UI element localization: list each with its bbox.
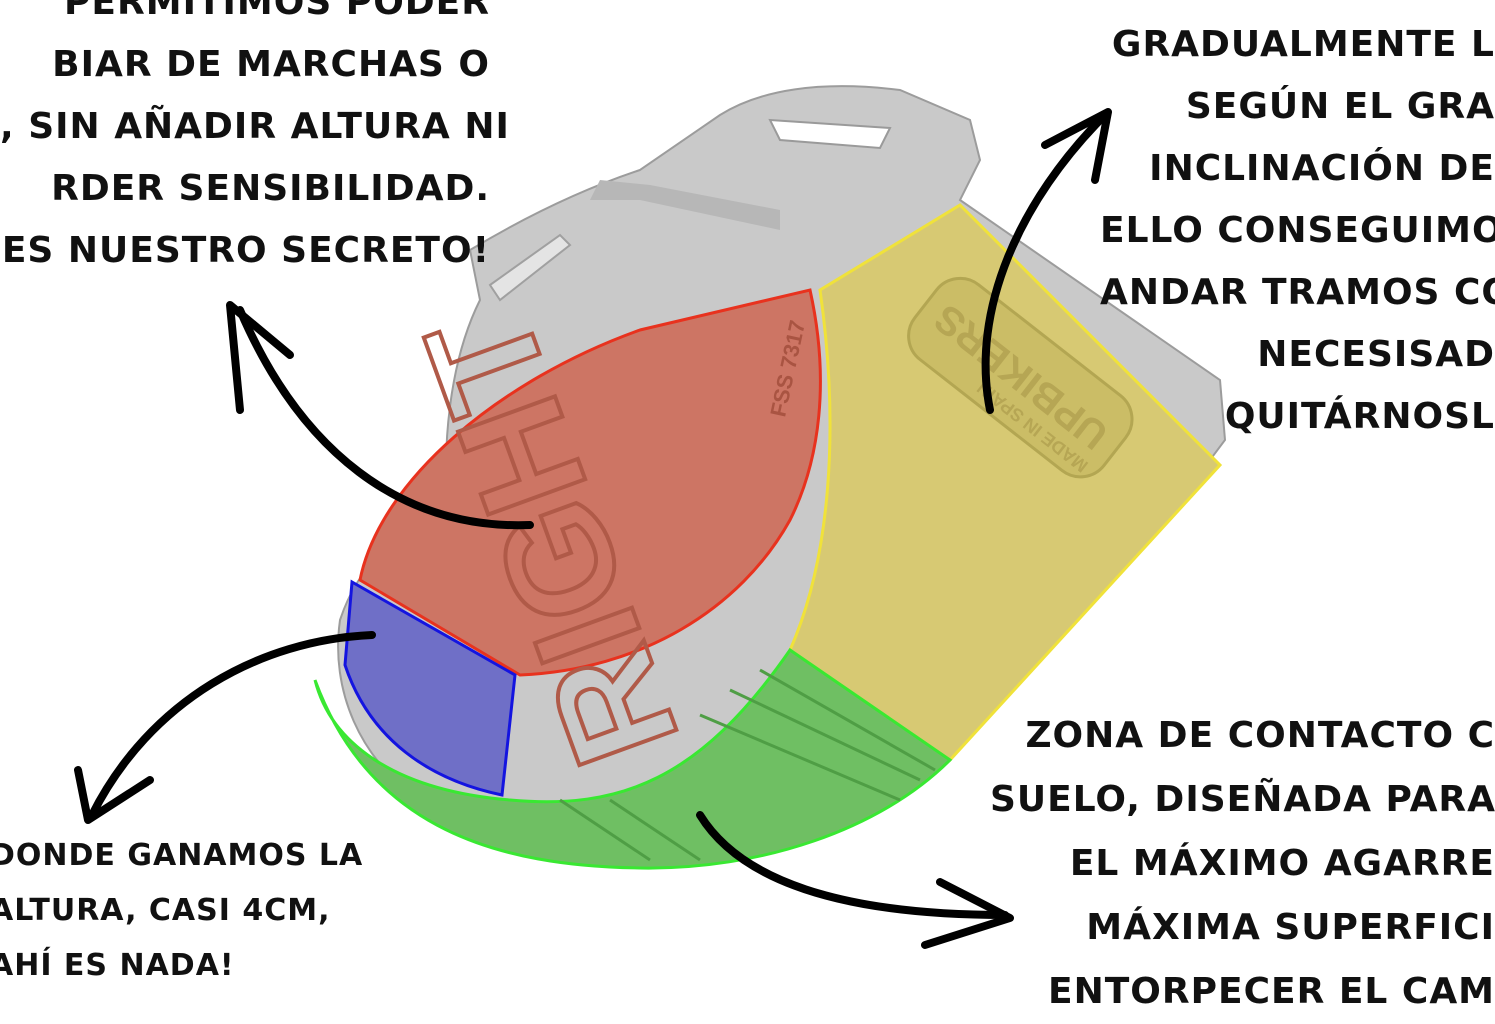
arrow-top-right (981, 111, 1109, 414)
note-line: BIAR DE MARCHAS O (52, 44, 490, 85)
note-bottom-right: ZONA DE CONTACTO C SUELO, DISEÑADA PARA … (990, 704, 1495, 1024)
note-line: AHÍ ES NADA! (0, 948, 235, 983)
note-line: SUELO, DISEÑADA PARA (990, 779, 1495, 820)
note-line: MÁXIMA SUPERFICI (1086, 907, 1495, 948)
note-line: ES NUESTRO SECRETO! (1, 230, 490, 271)
arrow-top-left (236, 306, 534, 530)
note-line: QUITÁRNOSL (1224, 396, 1495, 437)
green-zone (313, 647, 953, 870)
note-top-right: GRADUALMENTE L SEGÚN EL GRA INCLINACIÓN … (1100, 14, 1495, 448)
note-line: ENTORPECER EL CAM (1047, 971, 1495, 1012)
note-top-left: PERMITIMOS PODER BIAR DE MARCHAS O , SIN… (0, 0, 510, 282)
note-line: INCLINACIÓN DE (1149, 148, 1495, 189)
arrow-bottom-left-head (74, 766, 154, 824)
arrow-bottom-left (88, 631, 376, 819)
green-zone-ridges (559, 668, 936, 862)
note-line: ANDAR TRAMOS CO (1100, 272, 1495, 313)
arrow-top-right-head (1041, 108, 1112, 184)
note-line: EL MÁXIMO AGARRE (1069, 843, 1495, 884)
blue-zone (343, 579, 517, 797)
brand-plate (907, 276, 1134, 479)
note-line: DONDE GANAMOS LA (0, 838, 364, 873)
note-line: ELLO CONSEGUIMO (1100, 210, 1495, 251)
note-line: PERMITIMOS PODER (64, 0, 490, 23)
note-line: NECESISAD (1257, 334, 1495, 375)
note-line: ZONA DE CONTACTO C (1025, 715, 1495, 756)
note-line: SEGÚN EL GRA (1185, 86, 1495, 127)
note-bottom-left: DONDE GANAMOS LA ALTURA, CASI 4CM, AHÍ E… (0, 828, 363, 993)
shoe-top-tab (768, 118, 892, 150)
arrow-bottom-right-head (921, 878, 1014, 949)
product-illustration: UPBIKERS MADE IN SPAIN RIGHT FSS 7317 (74, 85, 1227, 949)
shoe-side-slot (488, 233, 572, 302)
note-line: RDER SENSIBILIDAD. (51, 168, 490, 209)
shoe-shadow (590, 180, 780, 230)
arrow-bottom-right (696, 811, 1009, 919)
note-line: ALTURA, CASI 4CM, (0, 893, 331, 928)
note-line: , SIN AÑADIR ALTURA NI (0, 106, 510, 147)
note-line: GRADUALMENTE L (1111, 24, 1495, 65)
red-zone (358, 288, 822, 677)
arrow-top-left-head (226, 301, 294, 414)
